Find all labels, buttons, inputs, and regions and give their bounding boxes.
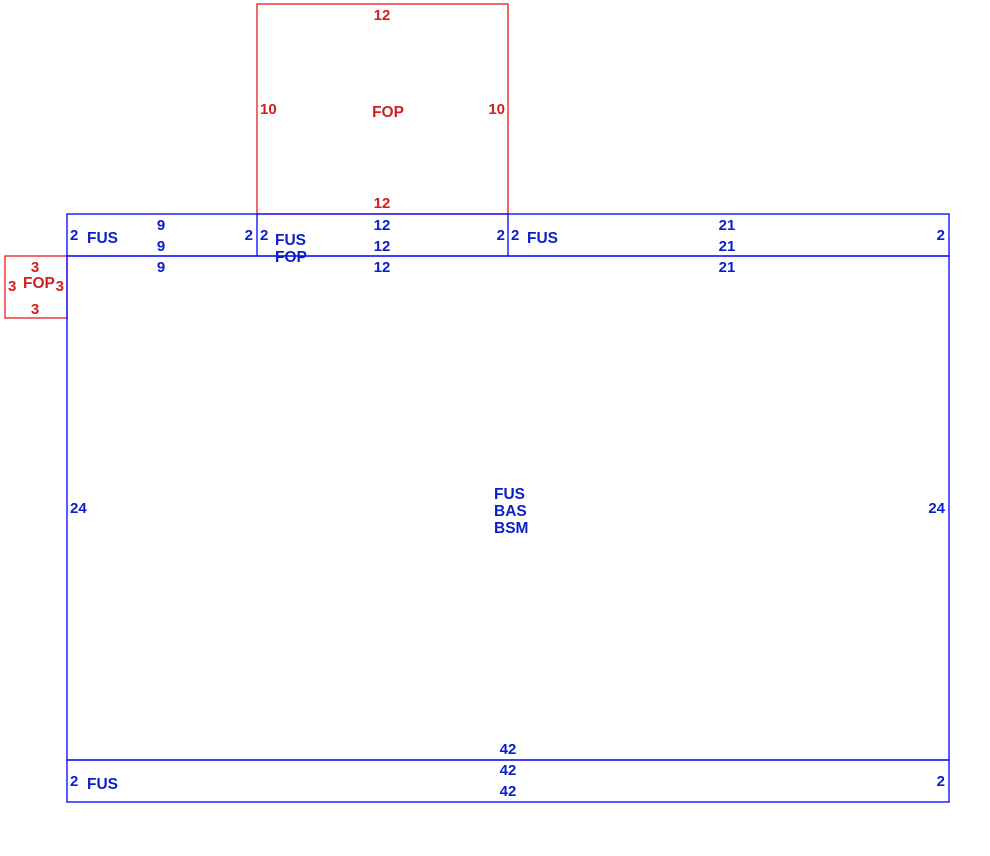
small-porch-dim-left: 3 bbox=[8, 278, 16, 295]
main-code-3: BSM bbox=[494, 520, 528, 537]
bottom-strip-labels: 42 2 FUS 42 2 bbox=[70, 762, 945, 800]
top-strip-left-labels: 2 FUS 9 9 2 bbox=[70, 217, 253, 255]
main-dim-right: 24 bbox=[928, 500, 945, 517]
main-block-labels: 9 12 21 24 24 FUS BAS BSM 42 bbox=[70, 259, 946, 758]
strip-mid-code-1: FUS bbox=[275, 232, 306, 249]
bottom-strip-dim-right: 2 bbox=[937, 773, 945, 790]
main-code-2: BAS bbox=[494, 503, 527, 520]
strip-left-dim-right: 2 bbox=[245, 227, 253, 244]
porch-code: FOP bbox=[372, 104, 404, 121]
porch-dim-left: 10 bbox=[260, 101, 277, 118]
strip-mid-dim-bottom: 12 bbox=[374, 238, 391, 255]
strip-mid-dim-right: 2 bbox=[497, 227, 505, 244]
small-porch-code: FOP bbox=[23, 275, 55, 292]
outline-lines bbox=[4, 3, 950, 803]
bottom-strip-dim-left: 2 bbox=[70, 773, 78, 790]
strip-left-dim-left: 2 bbox=[70, 227, 78, 244]
small-porch-dim-bottom: 3 bbox=[31, 301, 39, 318]
main-code-1: FUS bbox=[494, 486, 525, 503]
small-porch-dim-top: 3 bbox=[31, 259, 39, 276]
strip-mid-dim-left: 2 bbox=[260, 227, 268, 244]
main-dim-top-right: 21 bbox=[719, 259, 736, 276]
porch-dim-bottom: 12 bbox=[374, 195, 391, 212]
porch-dim-right: 10 bbox=[488, 101, 505, 118]
strip-left-dim-top: 9 bbox=[157, 217, 165, 234]
strip-right-dim-top: 21 bbox=[719, 217, 736, 234]
top-strip-mid-labels: 2 FUS FOP 12 12 2 bbox=[260, 217, 505, 266]
main-dim-left: 24 bbox=[70, 500, 87, 517]
strip-left-dim-bottom: 9 bbox=[157, 238, 165, 255]
bottom-strip-outline bbox=[66, 759, 950, 803]
strip-mid-code-2: FOP bbox=[275, 249, 307, 266]
main-dim-top-mid: 12 bbox=[374, 259, 391, 276]
porch-dim-top: 12 bbox=[374, 7, 391, 24]
bottom-strip-dim-top: 42 bbox=[500, 762, 517, 779]
strip-right-dim-bottom: 21 bbox=[719, 238, 736, 255]
small-porch-labels: 3 3 FOP 3 3 bbox=[8, 259, 64, 318]
strip-right-dim-left: 2 bbox=[511, 227, 519, 244]
top-strip-right-labels: 2 FUS 21 21 2 bbox=[511, 217, 945, 255]
main-dim-bottom: 42 bbox=[500, 741, 517, 758]
strip-mid-dim-top: 12 bbox=[374, 217, 391, 234]
small-porch-dim-right: 3 bbox=[56, 278, 64, 295]
bottom-strip-code: FUS bbox=[87, 776, 118, 793]
porch-labels: 12 10 FOP 10 12 bbox=[260, 7, 505, 212]
strip-right-dim-right: 2 bbox=[937, 227, 945, 244]
main-dim-top-left: 9 bbox=[157, 259, 165, 276]
strip-right-code: FUS bbox=[527, 230, 558, 247]
bottom-strip-dim-bottom: 42 bbox=[500, 783, 517, 800]
strip-left-code: FUS bbox=[87, 230, 118, 247]
